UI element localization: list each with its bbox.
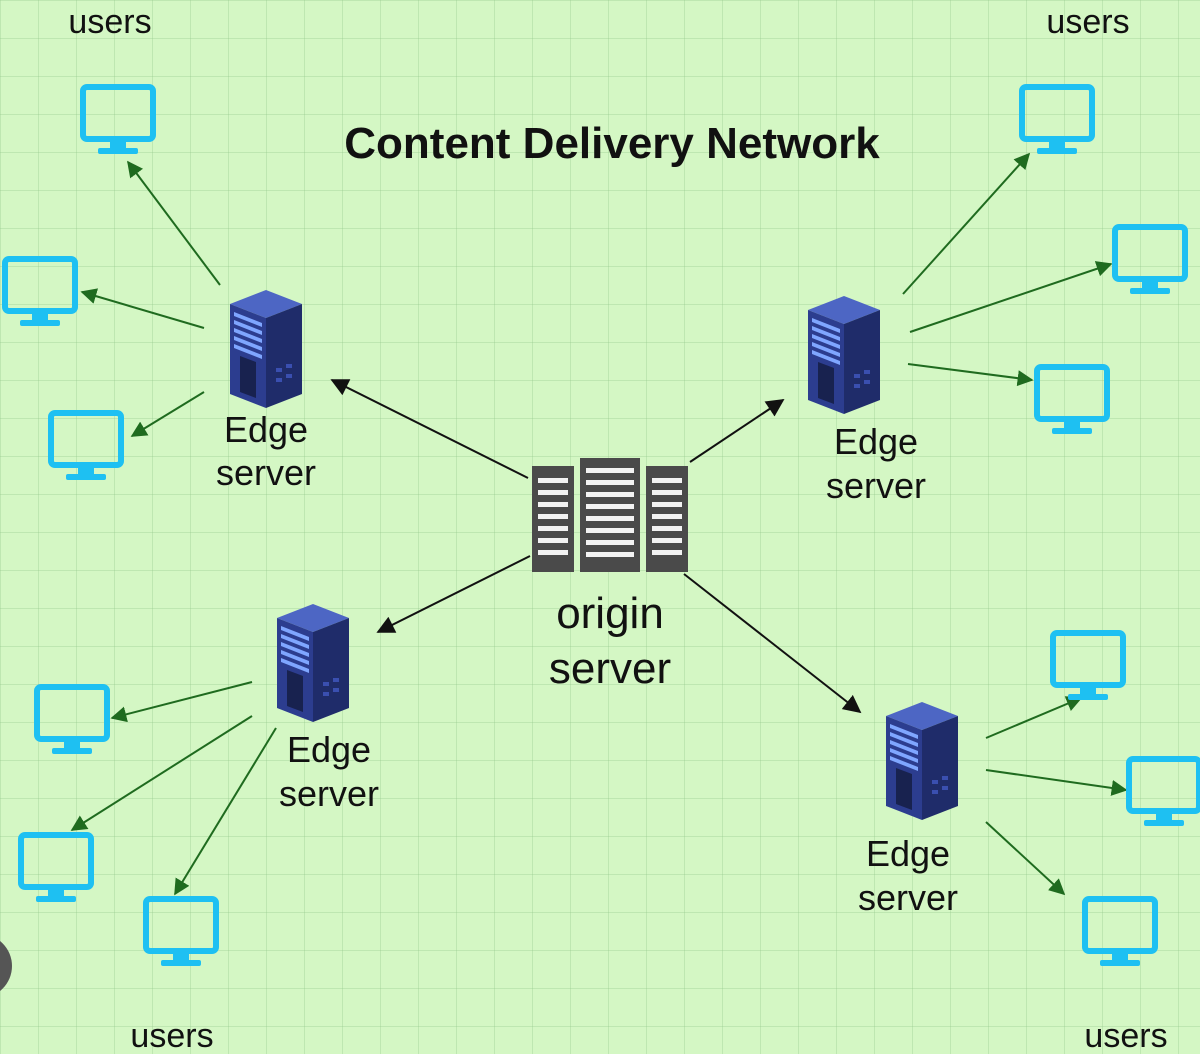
monitor-icon [1129,759,1199,826]
monitor-icon [21,835,91,902]
users-label-top-right: users [1046,3,1129,41]
monitor-icon [37,687,107,754]
arrow-origin-to-edge-top-right [689,399,785,463]
users-label-bottom-right: users [1084,1017,1167,1054]
edge-server-icon-top-left [230,290,302,408]
edge-server-label-bottom-left-line1: Edge [287,729,371,770]
monitor-icon [1085,899,1155,966]
arrow-origin-to-edge-top-left [330,379,529,479]
monitor-icon [1022,87,1092,154]
edge-server-label-bottom-right-line1: Edge [866,833,950,874]
edge-server-label-top-right-line2: server [826,465,926,506]
edge-server-label-top-right-line1: Edge [834,421,918,462]
monitor-icon [1115,227,1185,294]
monitor-icon [146,899,216,966]
monitor-icon [83,87,153,154]
arrow-origin-to-edge-bottom-left [376,555,531,633]
monitor-icon [5,259,75,326]
edge-server-icon-bottom-right [886,702,958,820]
users-label-bottom-left: users [130,1017,213,1054]
edge-server-label-top-left-line2: server [216,452,316,493]
monitor-icon [1053,633,1123,700]
monitor-icon [1037,367,1107,434]
edge-server-label-bottom-left-line2: server [279,773,379,814]
edge-server-icon-bottom-left [277,604,349,722]
video-scrub-handle [0,941,12,991]
arrow-origin-to-edge-bottom-right [683,573,862,714]
edge-server-icon-top-right [808,296,880,414]
origin-server-label-line1: origin [556,589,664,638]
origin-to-edge-arrows [330,379,862,714]
origin-server-icon [532,458,688,572]
users-label-top-left: users [68,3,151,41]
edge-server-label-top-left-line1: Edge [224,409,308,450]
monitor-icon [51,413,121,480]
origin-server-label-line2: server [549,644,671,693]
diagram-title: Content Delivery Network [344,119,880,168]
edge-server-label-bottom-right-line2: server [858,877,958,918]
edge-to-user-arrows [70,152,1128,896]
